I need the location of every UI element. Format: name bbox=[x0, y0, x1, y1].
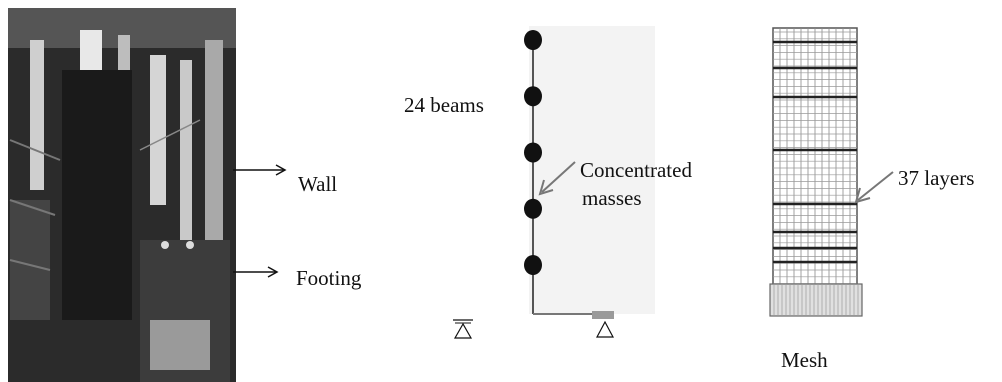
mesh-footing-lines bbox=[773, 284, 859, 316]
layers-label: 37 layers bbox=[898, 166, 974, 190]
mass-node bbox=[524, 198, 542, 219]
mesh-footing-block bbox=[769, 283, 863, 317]
masses-arrow bbox=[538, 161, 576, 196]
footing-pointer bbox=[233, 266, 279, 278]
base-block bbox=[592, 311, 614, 319]
masses-label-line1: Concentrated bbox=[580, 158, 692, 182]
mesh-layer-lines bbox=[773, 31, 857, 284]
mass-node bbox=[524, 86, 542, 107]
beam-model-panel bbox=[529, 26, 655, 314]
wall-pointer bbox=[233, 164, 287, 176]
mesh-model bbox=[769, 27, 863, 317]
mass-node bbox=[524, 255, 542, 275]
mesh-thick-lines bbox=[773, 40, 857, 264]
layers-arrow bbox=[854, 171, 894, 204]
beam-model bbox=[524, 26, 655, 319]
support-right-icon bbox=[596, 320, 614, 338]
mesh-caption: Mesh bbox=[781, 348, 828, 372]
wall-label: Wall bbox=[298, 172, 337, 196]
masses-label-line2: masses bbox=[582, 186, 642, 210]
mass-node bbox=[524, 142, 542, 163]
support-left-icon bbox=[453, 319, 473, 339]
footing-label: Footing bbox=[296, 266, 362, 290]
beams-label: 24 beams bbox=[404, 93, 484, 117]
specimen-photo bbox=[8, 8, 236, 382]
mass-nodes bbox=[524, 30, 542, 275]
mass-node bbox=[524, 30, 542, 50]
